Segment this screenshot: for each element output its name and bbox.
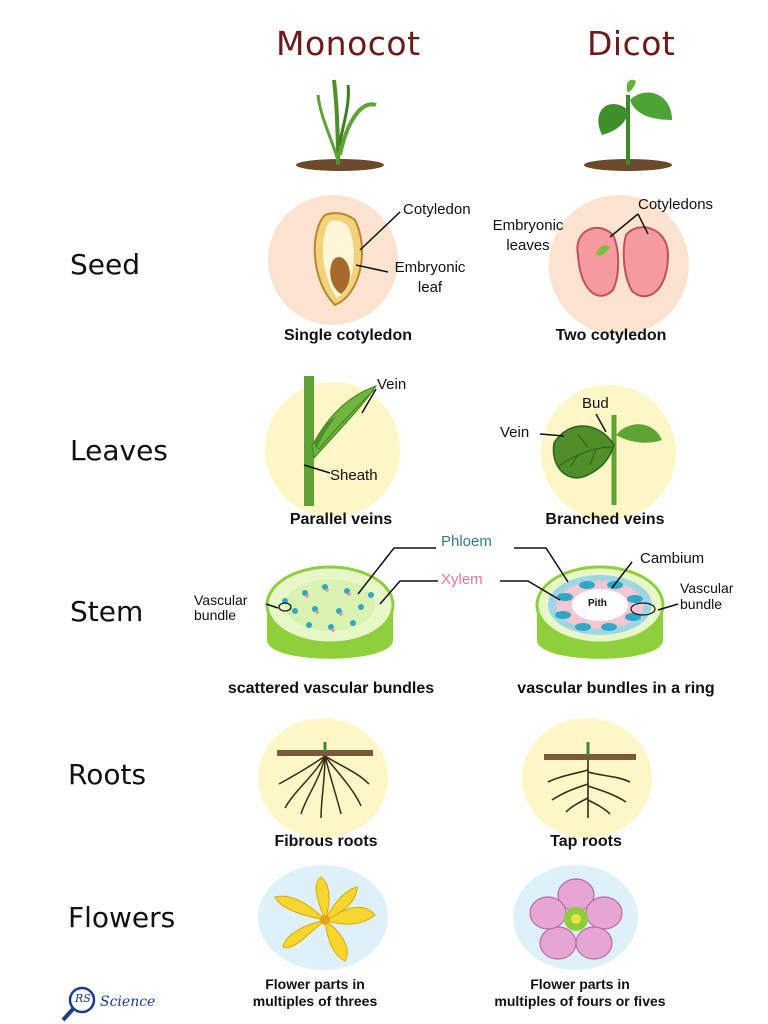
monocot-heading: Monocot bbox=[276, 24, 421, 63]
row-label-leaves: Leaves bbox=[70, 434, 168, 467]
label-vascular-bundle-monocot-1: Vascular bbox=[194, 592, 248, 608]
stem-leader-lines bbox=[265, 547, 679, 611]
dicot-roots-caption: Tap roots bbox=[550, 833, 622, 850]
label-embryonic-leaf-2: leaf bbox=[417, 279, 443, 296]
dicot-seedling-illustration bbox=[584, 79, 672, 171]
logo-initials: RS bbox=[75, 992, 91, 1005]
dicot-leaf-leader-lines bbox=[539, 413, 607, 437]
label-embryonic-leaves-1: Embryonic bbox=[492, 217, 564, 234]
monocot-seed-illustration bbox=[313, 212, 363, 307]
label-vascular-bundle-monocot-2: bundle bbox=[194, 607, 237, 623]
monocot-seedling-illustration bbox=[296, 79, 384, 171]
monocot-lily-flower-illustration bbox=[274, 876, 376, 962]
label-vein-monocot: Vein bbox=[377, 376, 407, 393]
dicot-leaf-illustration bbox=[552, 415, 662, 505]
dicot-seed-caption: Two cotyledon bbox=[555, 327, 667, 344]
monocot-fibrous-roots-illustration bbox=[277, 742, 373, 819]
logo-text: Science bbox=[100, 994, 156, 1010]
dicot-flower-caption-2: multiples of fours or fives bbox=[494, 993, 666, 1009]
dicot-seed-illustration bbox=[576, 226, 670, 298]
label-embryonic-leaf-1: Embryonic bbox=[394, 259, 466, 276]
label-phloem: Phloem bbox=[441, 533, 492, 550]
label-vein-dicot: Vein bbox=[500, 424, 530, 441]
row-label-stem: Stem bbox=[70, 595, 144, 628]
dicot-tap-root-illustration bbox=[544, 742, 636, 818]
row-label-flowers: Flowers bbox=[68, 901, 176, 934]
label-xylem: Xylem bbox=[441, 571, 483, 588]
dicot-five-petal-flower-illustration bbox=[529, 878, 623, 960]
pith-label: Pith bbox=[588, 598, 607, 609]
label-bud: Bud bbox=[582, 395, 609, 412]
label-sheath: Sheath bbox=[330, 467, 378, 484]
monocot-leaf-caption: Parallel veins bbox=[289, 511, 393, 528]
monocot-flower-caption-1: Flower parts in bbox=[265, 976, 365, 992]
dicot-stem-caption: vascular bundles in a ring bbox=[517, 680, 715, 697]
monocot-stem-cross-section bbox=[265, 565, 395, 659]
label-cotyledons: Cotyledons bbox=[638, 196, 714, 213]
monocot-root-circle bbox=[258, 718, 388, 838]
label-cambium: Cambium bbox=[640, 550, 705, 567]
row-label-seed: Seed bbox=[70, 248, 140, 281]
dicot-flower-caption-1: Flower parts in bbox=[530, 976, 630, 992]
row-label-roots: Roots bbox=[68, 758, 147, 791]
dicot-leaf-caption: Branched veins bbox=[545, 511, 665, 528]
monocot-roots-caption: Fibrous roots bbox=[274, 833, 378, 850]
label-vascular-bundle-dicot-2: bundle bbox=[680, 596, 723, 612]
label-vascular-bundle-dicot-1: Vascular bbox=[680, 580, 734, 596]
label-embryonic-leaves-2: leaves bbox=[506, 237, 550, 254]
monocot-seed-caption: Single cotyledon bbox=[283, 327, 412, 344]
dicot-heading: Dicot bbox=[587, 24, 676, 63]
dicot-root-circle bbox=[522, 718, 652, 838]
dicot-stem-cross-section bbox=[535, 565, 665, 659]
monocot-seed-leader-lines bbox=[355, 211, 401, 273]
dicot-seed-leader-lines bbox=[609, 213, 649, 238]
monocot-stem-caption: scattered vascular bundles bbox=[227, 680, 435, 697]
monocot-leaf-leader-lines bbox=[303, 388, 377, 474]
monocot-flower-caption-2: multiples of threes bbox=[252, 993, 378, 1009]
magnifier-logo-icon bbox=[61, 986, 96, 1022]
label-cotyledon: Cotyledon bbox=[403, 201, 471, 218]
monocot-leaf-illustration bbox=[304, 376, 378, 506]
monocot-leaf-circle bbox=[265, 382, 400, 517]
